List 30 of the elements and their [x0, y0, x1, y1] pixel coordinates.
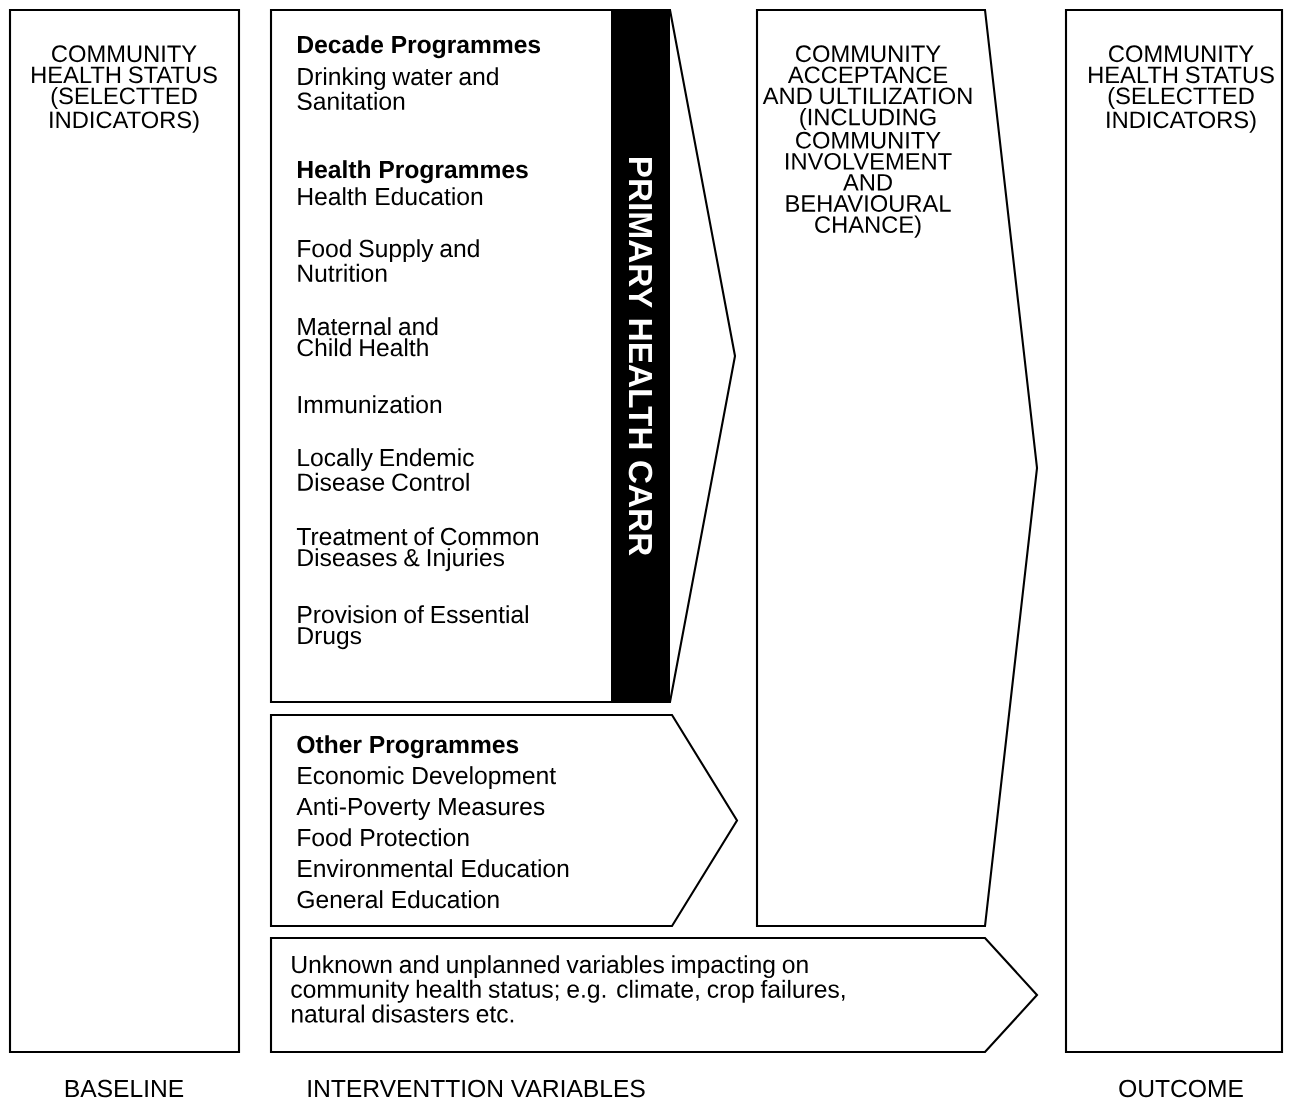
vertical-banner	[611, 10, 670, 702]
column-label: BASELINE	[65, 1079, 184, 1098]
arrow-box	[269, 713, 739, 928]
column-label: INTERVENTTION VARIABLES	[308, 1079, 645, 1098]
column-box	[8, 8, 241, 1054]
list-item: Environmental Education	[298, 859, 569, 878]
list-item: Treatment of Common Diseases & Injuries	[296, 527, 538, 572]
list-item: Locally Endemic Disease Control	[298, 448, 474, 491]
heading: COMMUNITY HEALTH STATUS (SELECTTED INDICATORS)	[1089, 45, 1274, 133]
arrow-box	[269, 936, 1039, 1054]
list-item: Food Protection	[298, 828, 469, 847]
column-label: OUTCOME	[1119, 1079, 1243, 1098]
heading: COMMUNITY HEALTH STATUS (SELECTTED INDICATORS)	[32, 45, 217, 133]
list-item: Anti-Poverty Measures	[296, 797, 545, 821]
note-text: Unknown and unplanned variables impacting on community health status; e.g. climate, crop failures, natural disasters etc.	[291, 955, 845, 1023]
list-item: Food Supply and Nutrition	[298, 239, 479, 282]
list-item: Maternal and Child Health	[297, 317, 438, 357]
list-item: General Education	[297, 890, 499, 909]
list-item: Economic Development	[298, 766, 556, 790]
list-item: Health Education	[298, 187, 483, 206]
list-item: Immunization	[298, 395, 442, 414]
heading: COMMUNITY ACCEPTANCE AND ULTILIZATION (INCLUDING COMMUNITY INVOLVEMENT AND BEHAVIOURAL CHANCE)	[762, 45, 972, 238]
heading: Other Programmes	[297, 735, 519, 759]
column-box	[1064, 8, 1284, 1054]
arrow-box	[755, 8, 1039, 928]
list-item: Drinking water and Sanitation	[297, 67, 498, 110]
heading: Health Programmes	[298, 160, 528, 184]
vertical-text: PRIMARY HEALTH CARR	[628, 157, 653, 556]
list-item: Provision of Essential Drugs	[298, 605, 528, 650]
heading: Decade Programmes	[298, 35, 541, 59]
